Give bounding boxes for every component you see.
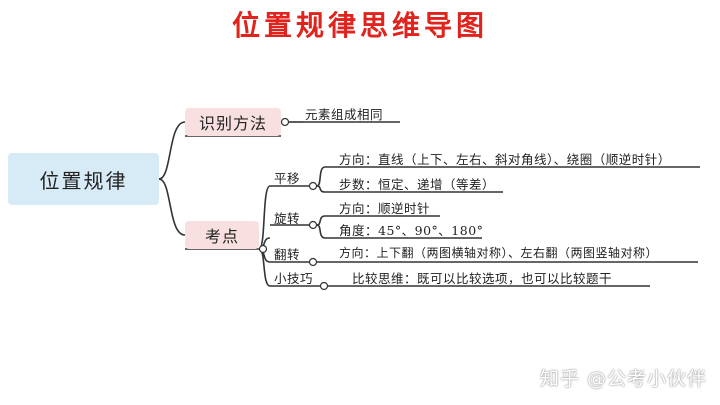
subnode-xuanzhuan[interactable]: 旋转 <box>274 211 301 226</box>
connector-root-points <box>158 178 186 236</box>
collapse-dot-points <box>258 244 268 254</box>
watermark: 知乎 @公考小伙伴 <box>540 368 708 390</box>
branch-method[interactable]: 识别方法 <box>185 108 281 136</box>
collapse-dot-method <box>280 117 290 127</box>
jiqiao-item-0: 比较思维：既可以比较选项，也可以比较题干 <box>352 271 613 286</box>
connector-root-method <box>158 121 186 180</box>
page-title: 位置规律思维导图 <box>231 9 488 42</box>
subnode-fanzhuan[interactable]: 翻转 <box>274 247 301 262</box>
collapse-dot-xuanzhuan <box>308 220 318 230</box>
xuanzhuan-item-0: 方向：顺逆时针 <box>339 201 431 216</box>
branch-points[interactable]: 考点 <box>185 221 259 249</box>
subnode-pingyi[interactable]: 平移 <box>274 171 301 186</box>
xuanzhuan-item-1: 角度：45°、90°、180° <box>339 223 484 238</box>
pingyi-item-0: 方向：直线（上下、左右、斜对角线）、绕圈（顺逆时针） <box>339 152 671 167</box>
collapse-dot-jiqiao <box>319 281 329 291</box>
fanzhuan-item-0: 方向：上下翻（两图横轴对称）、左右翻（两图竖轴对称） <box>339 246 659 260</box>
subnode-jiqiao[interactable]: 小技巧 <box>274 271 314 286</box>
collapse-dot-pingyi <box>308 181 318 191</box>
root-node[interactable]: 位置规律 <box>8 153 159 205</box>
pingyi-item-1: 步数：恒定、递增（等差） <box>339 177 496 192</box>
method-item-0: 元素组成相同 <box>305 107 384 122</box>
collapse-dot-fanzhuan <box>308 257 318 267</box>
